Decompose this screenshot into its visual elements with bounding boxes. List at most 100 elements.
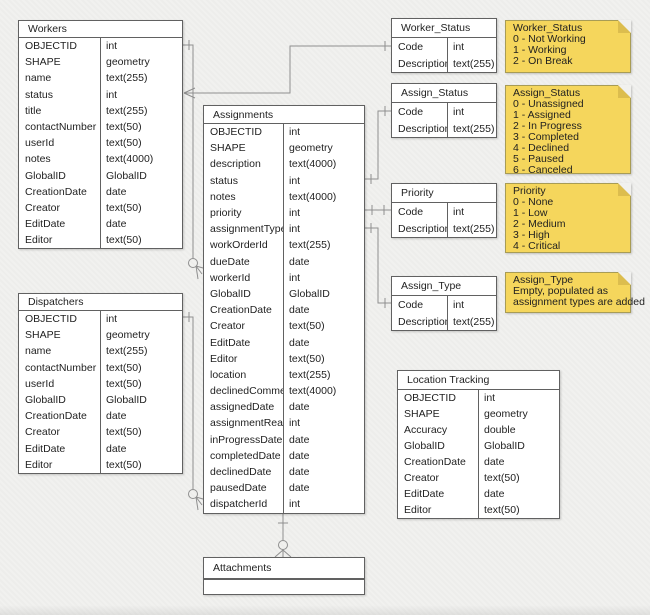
field-name: dueDate: [204, 253, 284, 270]
field-type: int: [289, 417, 301, 430]
field-type: text(50): [106, 137, 142, 150]
field-type: int: [289, 207, 301, 220]
field-name: CreationDate: [19, 183, 101, 200]
field-row: notes text(4000): [204, 188, 364, 205]
note-line: 1 - Low: [513, 207, 548, 219]
connector-assignments-attachments[interactable]: [274, 511, 292, 558]
field-type: date: [106, 185, 127, 198]
field-type: int: [453, 298, 465, 311]
field-name: workOrderId: [204, 237, 284, 254]
field-name: OBJECTID: [19, 311, 101, 328]
field-type: int: [289, 223, 301, 236]
note-line: 0 - Unassigned: [513, 98, 584, 110]
field-name: EditDate: [19, 216, 101, 233]
connector-assignments-assignstatus[interactable]: [365, 106, 391, 184]
field-name: Creator: [19, 199, 101, 217]
connector-workers-assignments[interactable]: [183, 40, 204, 280]
connector-dispatchers-assignments[interactable]: [183, 312, 204, 511]
table-title: Attachments: [204, 558, 364, 579]
table-title: Assign_Type: [392, 277, 496, 296]
field-name: notes: [19, 151, 101, 168]
field-name: GlobalID: [19, 167, 101, 184]
field-name: contactNumber: [19, 118, 101, 136]
field-type: date: [484, 488, 505, 500]
field-type: int: [106, 88, 118, 101]
note-line: 6 - Canceled: [513, 164, 573, 176]
field-type: int: [289, 126, 301, 139]
table-attachments[interactable]: Attachments: [203, 557, 365, 595]
field-type: text(50): [289, 320, 325, 333]
field-name: Creator: [204, 318, 284, 335]
field-name: location: [204, 366, 284, 383]
field-type: GlobalID: [484, 440, 525, 452]
field-type: geometry: [106, 56, 150, 69]
connector-assignments-assigntype[interactable]: [365, 223, 391, 308]
field-name: GlobalID: [19, 391, 101, 409]
field-name: Description: [392, 55, 448, 72]
field-row: GlobalID GlobalID: [204, 285, 364, 303]
field-name: EditDate: [398, 486, 479, 502]
field-name: GlobalID: [204, 285, 284, 303]
table-title: Worker_Status: [392, 19, 496, 38]
field-type: text(4000): [289, 385, 337, 398]
field-name: title: [19, 102, 101, 119]
field-name: notes: [204, 188, 284, 205]
field-name: Accuracy: [398, 422, 479, 438]
connector-assignments-priority[interactable]: [365, 205, 391, 215]
field-type: GlobalID: [106, 394, 147, 407]
field-row: EditDate date: [398, 486, 559, 502]
field-type: text(50): [106, 201, 142, 214]
field-name: Code: [392, 38, 448, 55]
field-row: declinedCommenttext(4000): [204, 383, 364, 400]
note-line: 3 - Completed: [513, 131, 579, 143]
field-row: Creator text(50): [204, 318, 364, 335]
field-type: date: [106, 218, 127, 231]
field-type: GlobalID: [289, 287, 330, 300]
field-type: date: [289, 466, 310, 479]
field-name: Code: [392, 296, 448, 313]
field-type: text(4000): [289, 190, 337, 203]
field-type: geometry: [106, 329, 150, 342]
field-name: priority: [204, 204, 284, 222]
field-type: text(50): [106, 377, 142, 390]
field-name: Creator: [398, 470, 479, 486]
field-type: text(255): [453, 222, 495, 235]
empty-field-row: [204, 579, 364, 594]
field-type: text(4000): [289, 158, 337, 171]
connector-workers-workerstatus[interactable]: [183, 41, 391, 99]
field-name: Editor: [19, 232, 101, 249]
field-type: text(255): [453, 57, 495, 70]
